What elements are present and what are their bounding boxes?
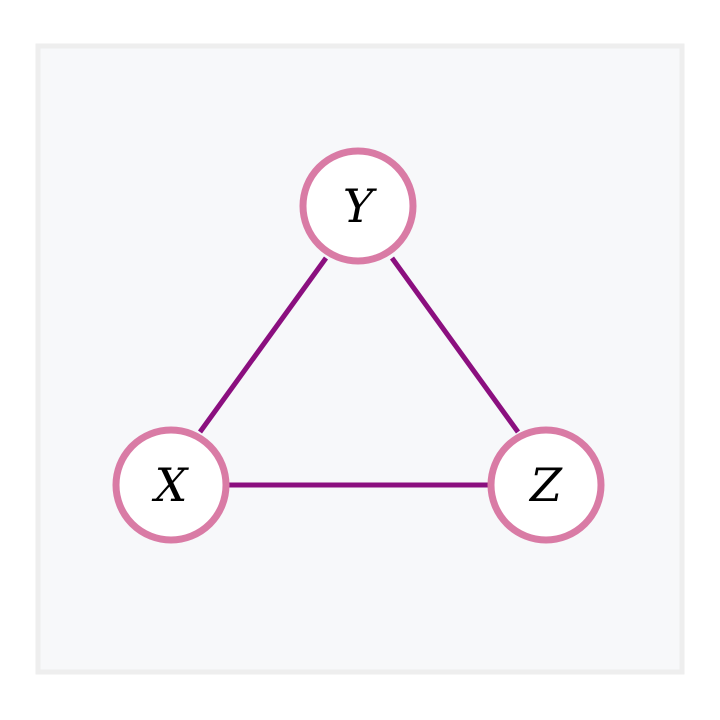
node-z: Z	[487, 426, 605, 544]
node-x-circle	[112, 426, 230, 544]
diagram-panel	[35, 43, 685, 675]
node-x: X	[112, 426, 230, 544]
node-z-label: Z	[528, 458, 563, 512]
edge-x-y	[197, 256, 329, 434]
node-z-circle	[487, 426, 605, 544]
node-y: Y	[299, 147, 417, 265]
node-y-label: Y	[343, 179, 378, 233]
node-y-circle	[299, 147, 417, 265]
node-x-label: X	[152, 458, 190, 512]
edge-y-z	[389, 256, 521, 434]
